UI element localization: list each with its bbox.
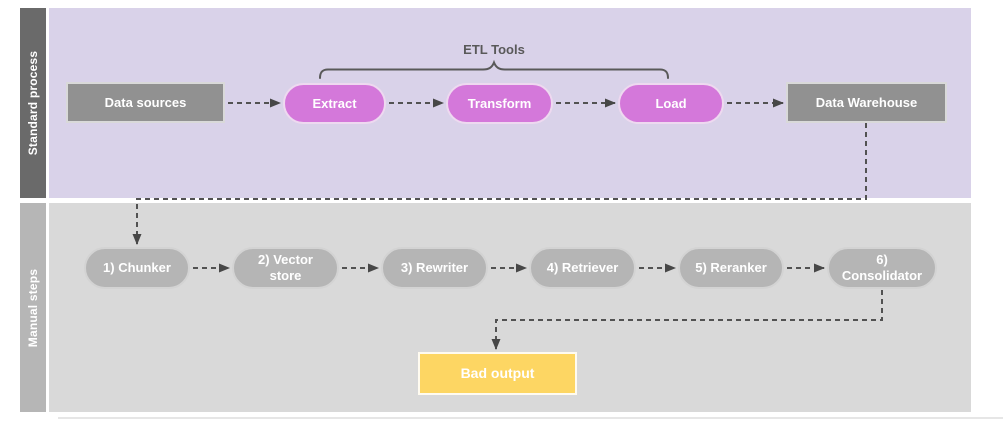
node-extract: Extract xyxy=(283,83,386,124)
node-data-warehouse: Data Warehouse xyxy=(786,82,947,123)
etl-tools-label: ETL Tools xyxy=(463,42,525,57)
lane-label-manual-steps: Manual steps xyxy=(26,268,40,347)
node-reranker: 5) Reranker xyxy=(678,247,784,289)
node-bad-output: Bad output xyxy=(418,352,577,395)
lane-tab-standard-process: Standard process xyxy=(20,8,46,198)
node-consolidator: 6) Consolidator xyxy=(827,247,937,289)
lane-tab-manual-steps: Manual steps xyxy=(20,203,46,412)
node-transform: Transform xyxy=(446,83,553,124)
node-vector-store: 2) Vector store xyxy=(232,247,339,289)
node-rewriter: 3) Rewriter xyxy=(381,247,488,289)
node-data-sources: Data sources xyxy=(66,82,225,123)
lane-label-standard-process: Standard process xyxy=(26,50,40,156)
node-retriever: 4) Retriever xyxy=(529,247,636,289)
node-chunker: 1) Chunker xyxy=(84,247,190,289)
node-load: Load xyxy=(618,83,724,124)
page-divider-line xyxy=(58,417,1003,419)
